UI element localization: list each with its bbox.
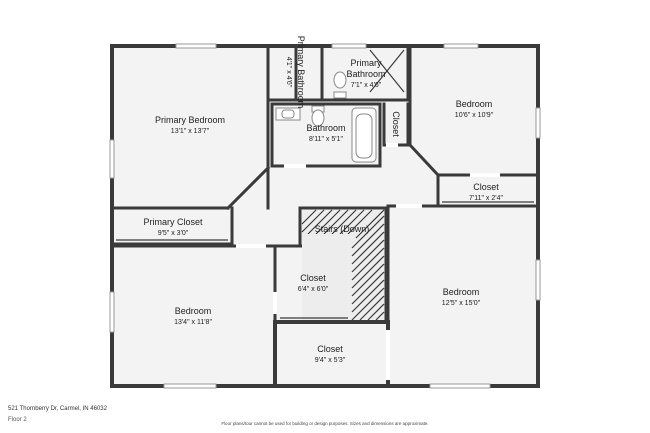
room-bedroom-sw-dims: 13'4" x 11'8"	[174, 319, 212, 326]
bathtub-icon	[351, 107, 377, 163]
room-closet-bottom-dims: 9'4" x 5'3"	[315, 357, 346, 364]
wall-primary-bath-small	[266, 44, 324, 102]
room-bedroom-se-dims: 12'5" x 15'0"	[442, 300, 481, 307]
shower-icon	[369, 49, 405, 93]
floor-label: Floor 2	[8, 417, 27, 423]
wall-stairs	[298, 206, 388, 324]
room-stairs-name: Stairs (Down)	[315, 224, 370, 234]
room-bedroom-sw-name: Bedroom	[175, 306, 212, 316]
room-bedroom-se-name: Bedroom	[443, 287, 480, 297]
room-closet-mid-dims: 6'4" x 6'0"	[298, 286, 329, 293]
toilet-icon	[333, 71, 347, 99]
wall-hall-diagonal	[225, 165, 271, 211]
wall-primary-bath	[320, 44, 410, 102]
room-bathroom-name: Bathroom	[306, 123, 345, 133]
room-primary-closet-dims: 9'5" x 3'0"	[158, 230, 189, 237]
door-openings	[236, 143, 500, 380]
wall-primary-closet	[110, 206, 234, 246]
closet-rods	[116, 201, 534, 319]
room-closet-vertical-name: Closet	[391, 111, 401, 137]
wall-primary-bedroom	[110, 44, 270, 210]
toilet-icon-2	[311, 105, 325, 127]
wall-bathroom	[270, 102, 382, 168]
room-bedroom-ne-name: Bedroom	[456, 99, 493, 109]
address-label: 521 Thornberry Dr, Carmel, IN 46032	[8, 406, 107, 412]
room-closet-ne-name: Closet	[473, 182, 499, 192]
room-primary-bedroom-name: Primary Bedroom	[155, 115, 225, 125]
disclaimer-text: Floor plans/tour cannot be used for buil…	[221, 421, 429, 426]
room-primary-bath-small-name: Primary Bathroom	[296, 36, 306, 109]
room-bathroom-dims: 8'11" x 5'1"	[309, 136, 343, 143]
room-primary-bath-small-dims: 4'1" x 4'6"	[285, 57, 292, 88]
room-closet-bottom-name: Closet	[317, 344, 343, 354]
room-primary-bedroom-dims: 13'1" x 13'7"	[171, 128, 210, 135]
room-bedroom-ne-dims: 10'6" x 10'9"	[455, 112, 494, 119]
stairs-hatch	[301, 209, 385, 321]
room-closet-mid-name: Closet	[300, 273, 326, 283]
windows	[109, 43, 541, 389]
room-closet-ne-dims: 7'11" x 2'4"	[469, 195, 503, 202]
sink-icon	[275, 107, 301, 121]
room-primary-bath-dims: 7'1" x 4'6"	[351, 82, 382, 89]
room-primary-closet-name: Primary Closet	[143, 217, 203, 227]
